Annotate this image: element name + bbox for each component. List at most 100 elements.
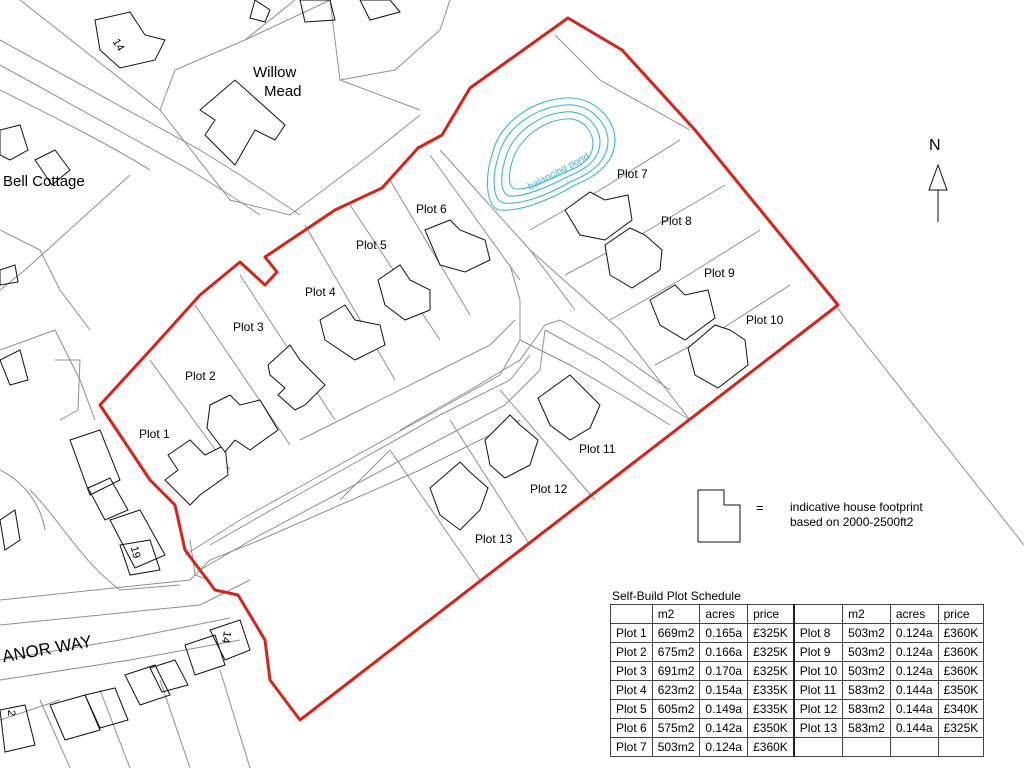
label-house-2: 2 — [5, 710, 17, 716]
footprint-plot-7 — [564, 191, 633, 241]
plot-label-1: Plot 1 — [139, 427, 170, 441]
table-cell: £325K — [747, 661, 795, 681]
table-cell: £325K — [937, 718, 985, 738]
table-cell: 0.142a — [699, 718, 749, 738]
footprint-plot-2 — [206, 394, 279, 453]
table-cell: Plot 2 — [610, 642, 653, 662]
north-arrow-icon — [928, 163, 948, 191]
table-cell: 605m2 — [651, 699, 701, 719]
footprint-plot-10 — [687, 324, 749, 389]
table-cell: 575m2 — [651, 718, 701, 738]
plot-label-4: Plot 4 — [305, 285, 336, 299]
table-header: acres — [699, 604, 749, 624]
table-cell: 0.144a — [889, 718, 939, 738]
footprint-plot-11 — [537, 374, 601, 441]
table-cell: 0.154a — [699, 680, 749, 700]
plot-label-12: Plot 12 — [530, 482, 568, 496]
legend-line-2: based on 2000-2500ft2 — [790, 515, 914, 529]
table-cell: 669m2 — [651, 623, 701, 643]
table-cell: £360K — [937, 661, 985, 681]
table-cell: 503m2 — [651, 737, 701, 757]
table-cell: £350K — [937, 680, 985, 700]
label-house-19: 19 — [128, 545, 143, 560]
table-cell: 583m2 — [842, 680, 891, 700]
table-cell — [842, 737, 891, 757]
plot-label-6: Plot 6 — [416, 202, 447, 216]
label-house-14-top: 14 — [110, 37, 127, 54]
footprint-plot-1 — [164, 439, 229, 506]
table-cell: 503m2 — [842, 623, 891, 643]
table-cell: 0.149a — [699, 699, 749, 719]
table-cell: 675m2 — [651, 642, 701, 662]
label-mead: Mead — [264, 83, 302, 100]
plot-label-10: Plot 10 — [746, 313, 784, 327]
table-header — [792, 604, 844, 624]
table-cell: 503m2 — [842, 661, 891, 681]
house-footprints — [164, 191, 749, 531]
table-cell: 0.124a — [889, 642, 939, 662]
footprint-plot-13 — [429, 461, 489, 531]
table-cell: 0.124a — [889, 623, 939, 643]
label-balancing-pond: balancing pond — [526, 151, 591, 193]
label-house-14-bottom: 14 — [219, 630, 233, 644]
table-cell: £325K — [747, 623, 795, 643]
footprint-plot-6 — [424, 219, 491, 273]
table-cell: Plot 11 — [792, 680, 844, 700]
table-cell: £360K — [937, 623, 985, 643]
site-boundary — [98, 16, 840, 722]
table-cell: 691m2 — [651, 661, 701, 681]
table-cell: 0.170a — [699, 661, 749, 681]
table-cell: Plot 5 — [610, 699, 653, 719]
table-cell: 0.124a — [889, 661, 939, 681]
footprint-plot-5 — [377, 264, 431, 321]
table-cell: 0.144a — [889, 680, 939, 700]
legend-equals: = — [756, 500, 764, 515]
table-cell: 0.165a — [699, 623, 749, 643]
table-cell: 583m2 — [842, 699, 891, 719]
footprint-plot-3 — [267, 344, 326, 411]
table-cell: £335K — [747, 699, 795, 719]
table-cell: Plot 4 — [610, 680, 653, 700]
footprint-plot-9 — [649, 284, 716, 341]
existing-buildings — [0, 0, 401, 753]
table-header: price — [937, 604, 985, 624]
footprint-plot-12 — [484, 414, 539, 479]
table-cell — [792, 737, 844, 757]
north-label: N — [929, 137, 941, 154]
table-cell: Plot 3 — [610, 661, 653, 681]
table-header-row: m2 acres price m2 acres price — [610, 604, 985, 624]
legend-footprint-icon — [697, 489, 741, 543]
plot-label-7: Plot 7 — [617, 167, 648, 181]
table-cell: Plot 6 — [610, 718, 653, 738]
plot-label-13: Plot 13 — [475, 532, 513, 546]
table-cell: 0.166a — [699, 642, 749, 662]
footprint-plot-4 — [319, 304, 386, 361]
label-bell-cottage: Bell Cottage — [3, 173, 85, 190]
table-cell: 0.144a — [889, 699, 939, 719]
table-header: price — [747, 604, 795, 624]
plot-label-2: Plot 2 — [185, 369, 216, 383]
plot-label-9: Plot 9 — [704, 266, 735, 280]
legend-line-1: indicative house footprint — [790, 500, 923, 514]
table-cell: Plot 7 — [610, 737, 653, 757]
balancing-pond — [486, 97, 616, 211]
plot-label-8: Plot 8 — [661, 214, 692, 228]
label-manor-way: ANOR WAY — [1, 632, 94, 666]
footprint-plot-8 — [604, 227, 663, 289]
table-cell: Plot 8 — [792, 623, 844, 643]
table-cell: £325K — [747, 642, 795, 662]
table-cell: Plot 12 — [792, 699, 844, 719]
table-cell: £335K — [747, 680, 795, 700]
plot-label-3: Plot 3 — [233, 320, 264, 334]
north-arrow: N — [928, 137, 948, 222]
label-willow: Willow — [253, 64, 296, 81]
table-cell: 503m2 — [842, 642, 891, 662]
